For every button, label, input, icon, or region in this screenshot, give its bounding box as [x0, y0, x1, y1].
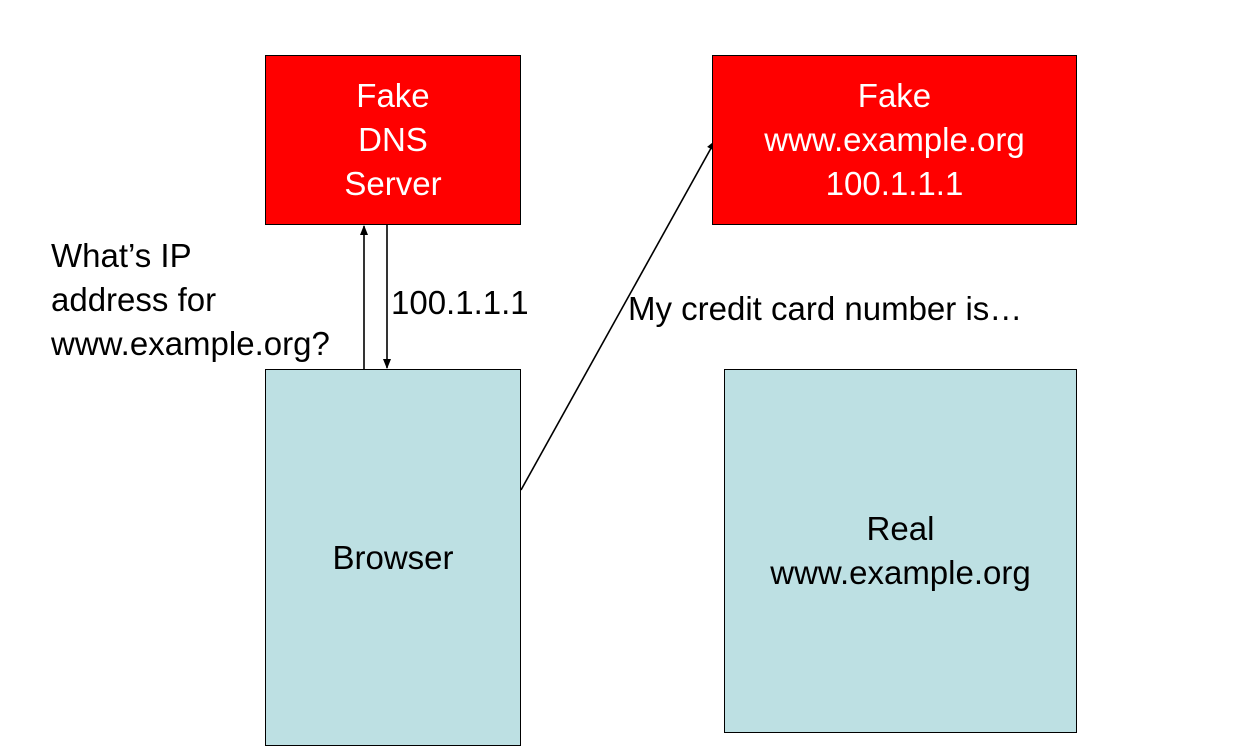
fake-site-line-2: www.example.org [764, 121, 1025, 158]
fake-dns-line-2: DNS [358, 121, 428, 158]
credit-card-label: My credit card number is… [628, 290, 1023, 327]
real-site-text: Real www.example.org [770, 507, 1030, 595]
fake-dns-line-3: Server [344, 165, 442, 202]
real-site-node: Real www.example.org [724, 369, 1077, 733]
dns-query-label-line-3: www.example.org? [51, 325, 330, 362]
browser-node: Browser [265, 369, 521, 746]
fake-site-node: Fake www.example.org 100.1.1.1 [712, 55, 1077, 225]
dns-query-label-line-1: What’s IP [51, 237, 192, 274]
browser-text: Browser [332, 536, 453, 580]
fake-site-line-3: 100.1.1.1 [825, 165, 964, 202]
fake-dns-server-text: Fake DNS Server [344, 74, 441, 206]
real-site-line-2: www.example.org [770, 554, 1031, 591]
fake-site-text: Fake www.example.org 100.1.1.1 [764, 74, 1024, 206]
fake-dns-server-node: Fake DNS Server [265, 55, 521, 225]
real-site-line-1: Real [866, 510, 935, 547]
fake-dns-line-1: Fake [356, 77, 430, 114]
dns-answer-label: 100.1.1.1 [391, 284, 529, 321]
dns-query-label-line-2: address for [51, 281, 217, 318]
dns-query-label: What’s IP address for www.example.org? [51, 234, 330, 366]
fake-site-line-1: Fake [857, 77, 932, 114]
browser-line-1: Browser [332, 538, 454, 576]
